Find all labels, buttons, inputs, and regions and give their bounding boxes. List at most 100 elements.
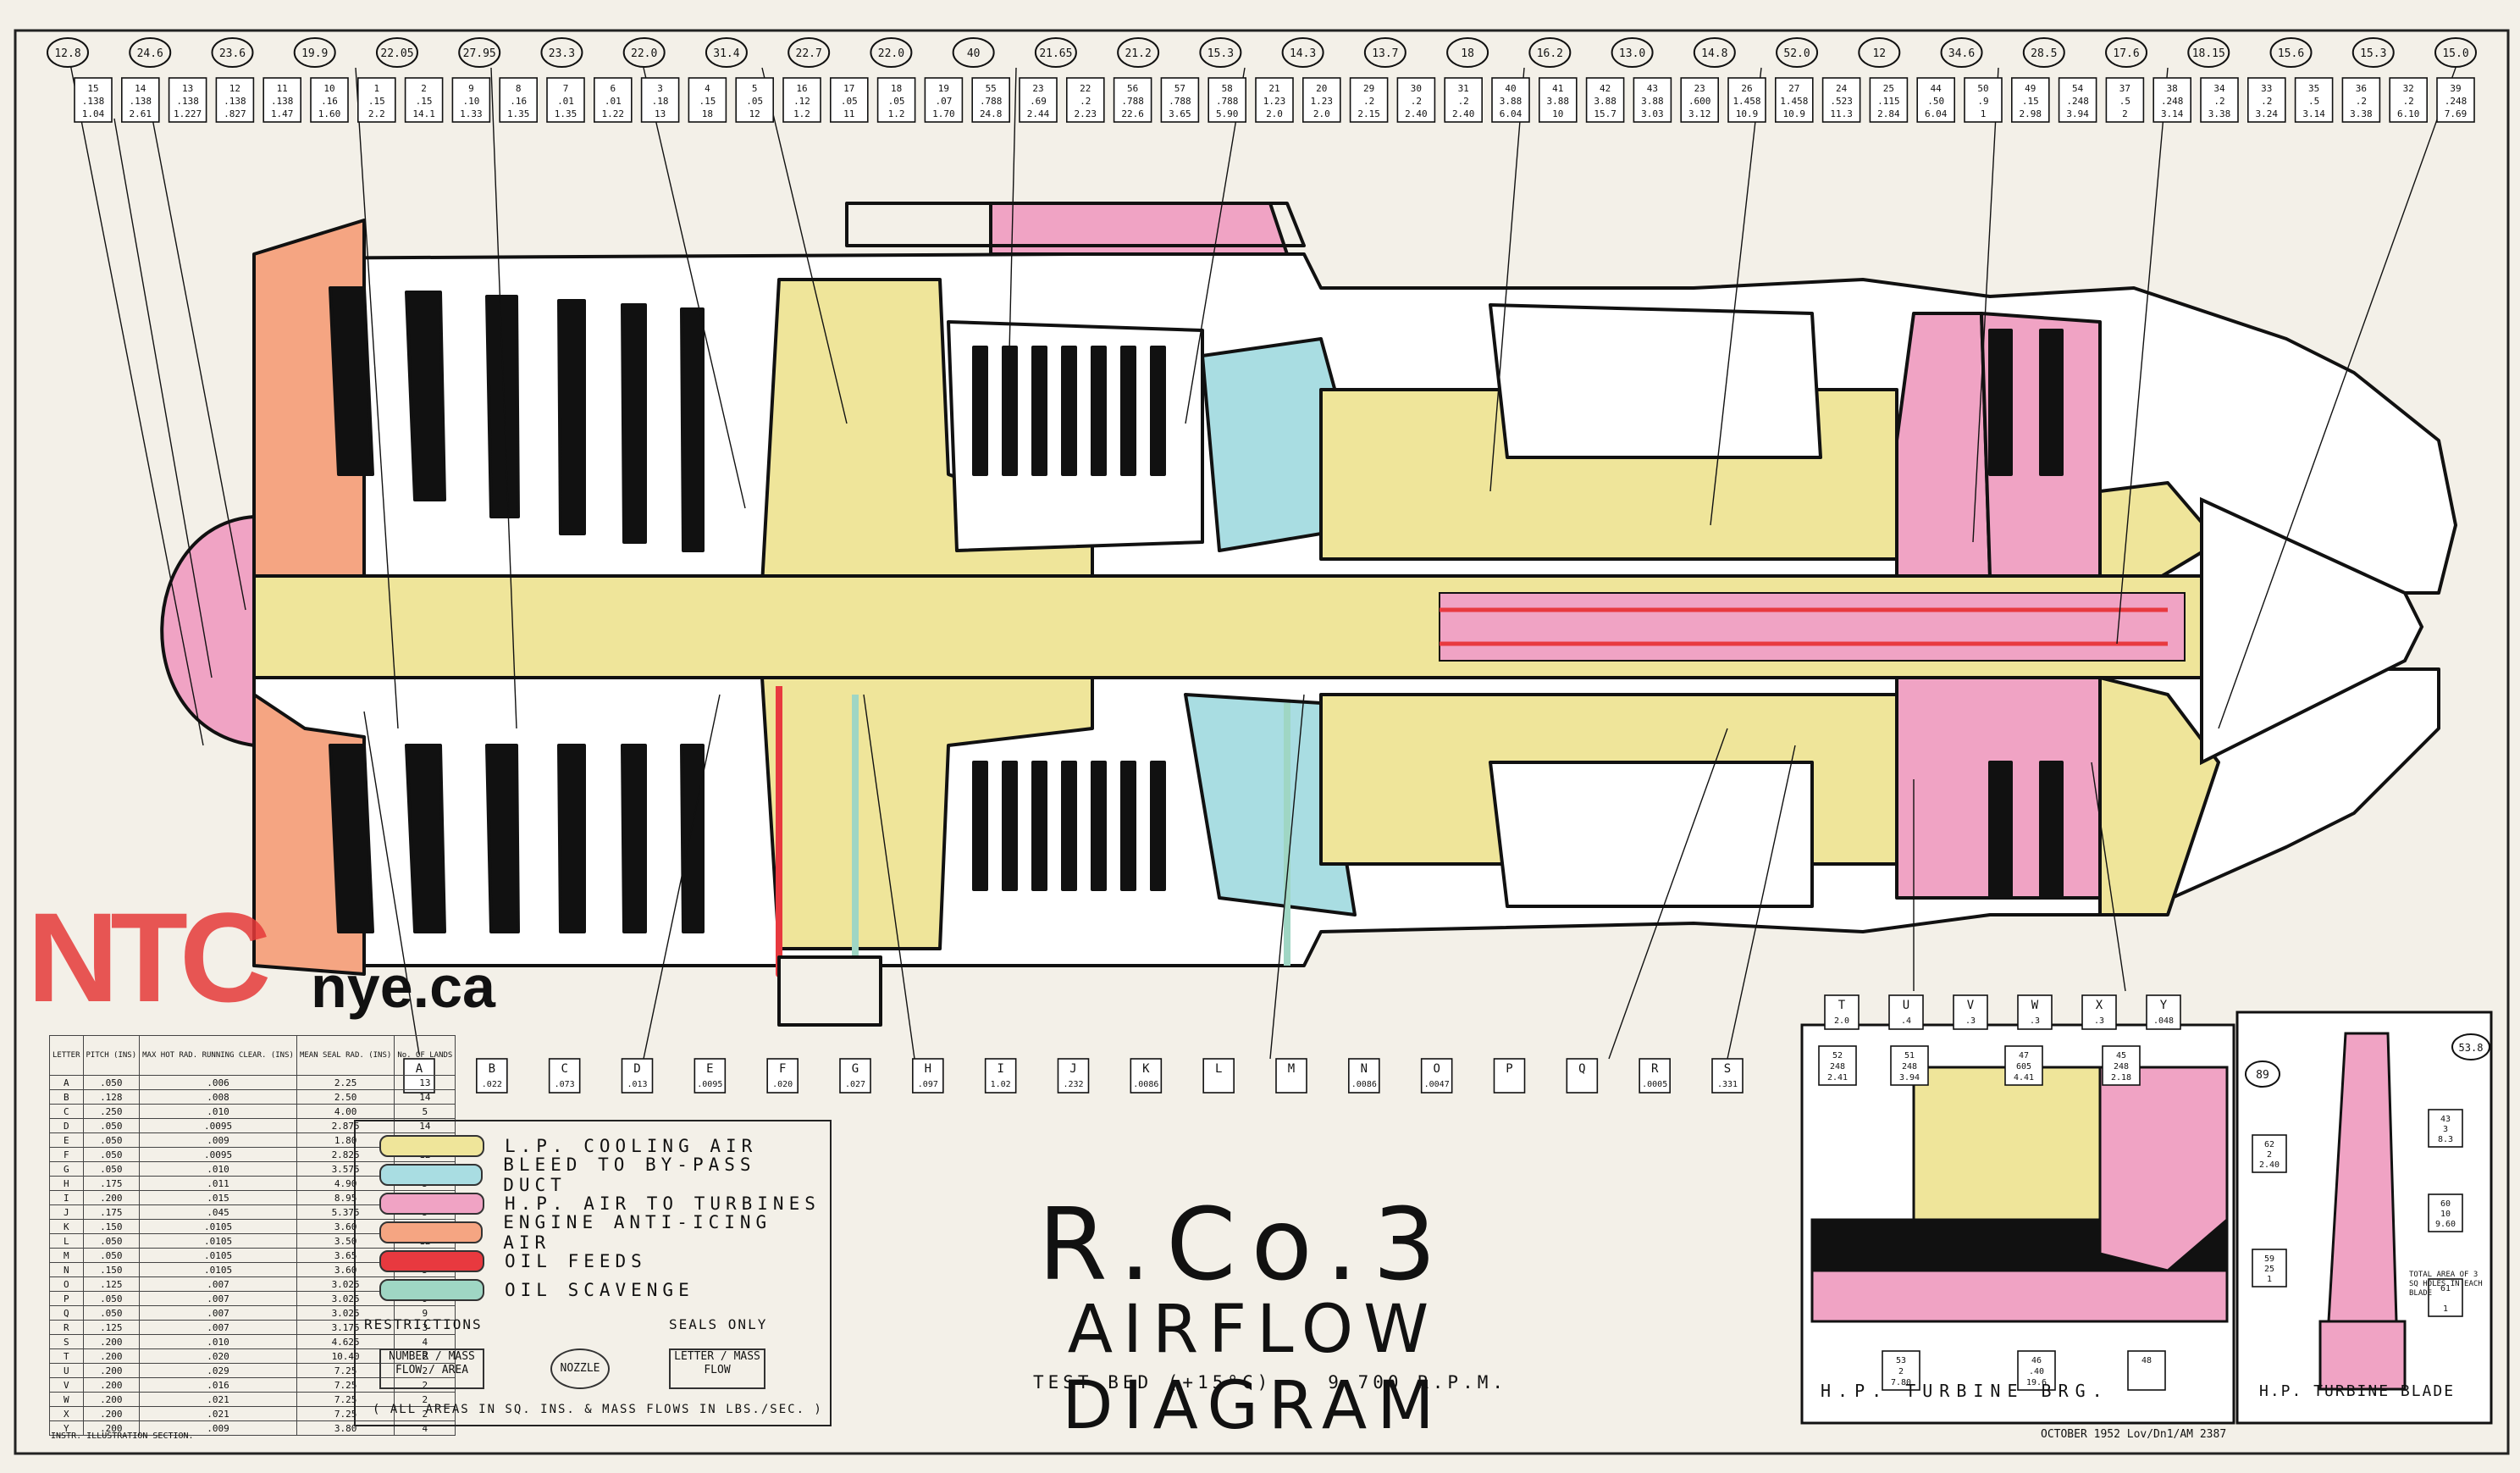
seal-letter: C [561, 1062, 567, 1076]
callout-box-line: 49 [2025, 83, 2036, 94]
callout-box-line: 3.38 [2208, 108, 2231, 119]
seal-box [1566, 1058, 1599, 1094]
callout-circle-label: 21.65 [1039, 47, 1072, 60]
seal-box [1057, 1058, 1090, 1094]
seal-value: 2.0 [1834, 1016, 1849, 1026]
seal-letter: I [997, 1062, 1003, 1076]
table-cell: 2.50 [296, 1089, 395, 1105]
callout-box [1964, 77, 2003, 123]
callout-circle [375, 37, 418, 68]
seal-letter: W [2031, 999, 2039, 1012]
callout-box-line: 6.04 [1925, 108, 1948, 119]
callout-circle [2105, 37, 2148, 68]
callout-box-line: 29 [1363, 83, 1374, 94]
seal-box [1202, 1058, 1235, 1094]
seal-key-box: LETTER / MASS FLOW [669, 1348, 765, 1389]
table-cell: .050 [82, 1075, 141, 1090]
callout-circle-label: 13.0 [1619, 47, 1645, 60]
table-cell: A [49, 1075, 84, 1090]
table-cell: 3.60 [296, 1219, 395, 1234]
callout-circle-label: 22.0 [631, 47, 657, 60]
seal-letter: K [1142, 1062, 1150, 1076]
callout-box-line: 1.70 [932, 108, 955, 119]
callout-circle [1199, 37, 1242, 68]
table-cell: .200 [82, 1190, 141, 1205]
table-cell: S [49, 1334, 84, 1349]
table-cell: .009 [139, 1420, 297, 1436]
blade-box-line: 2 [2267, 1150, 2272, 1160]
engine-lower-half [252, 667, 2440, 1027]
callout-circle-label: 23.3 [549, 47, 575, 60]
callout-box-line: .07 [935, 96, 952, 107]
callout-box-line: 2.84 [1877, 108, 1900, 119]
callout-box-line: 10 [323, 83, 334, 94]
seal-box [1953, 994, 1988, 1030]
callout-box-line: .788 [1169, 96, 1191, 107]
seal-letter: T [1838, 999, 1846, 1012]
seal-value: .0086 [1133, 1080, 1158, 1089]
callout-box-line: 32 [2403, 83, 2414, 94]
table-cell: .200 [82, 1363, 141, 1378]
callout-circle-label: 14.8 [1701, 47, 1727, 60]
callout-box [1349, 77, 1389, 123]
table-cell: .050 [82, 1132, 141, 1148]
callout-box-line: .9 [1977, 96, 1988, 107]
callout-box [2341, 77, 2381, 123]
callout-circle [2187, 37, 2230, 68]
bearing-box [2004, 1045, 2043, 1086]
table-header-cell: MAX HOT RAD. RUNNING CLEAR. (INS) [139, 1035, 297, 1076]
table-cell: R [49, 1320, 84, 1335]
callout-box-line: .2 [1363, 96, 1374, 107]
seal-letter: M [1288, 1062, 1295, 1076]
table-cell: .050 [82, 1305, 141, 1321]
seal-letter: H [925, 1062, 931, 1076]
sheet-border [14, 29, 2510, 1455]
callout-box-line: .01 [605, 96, 622, 107]
callout-circle [293, 37, 336, 68]
callout-box-line: .788 [980, 96, 1003, 107]
callout-circle [952, 37, 995, 68]
callout-box [1444, 77, 1483, 123]
callout-box-line: 22.6 [1121, 108, 1144, 119]
callout-box-line: 3.88 [1547, 96, 1570, 107]
seal-value: .097 [918, 1080, 938, 1089]
callout-box-line: .05 [746, 96, 763, 107]
table-cell: .200 [82, 1377, 141, 1393]
blade-box-line: 60 [2440, 1199, 2451, 1209]
table-cell: 4 [394, 1420, 456, 1436]
table-cell: O [49, 1276, 84, 1292]
callout-box-line: 24.8 [980, 108, 1003, 119]
callout-circle-label: 12 [1872, 47, 1886, 60]
callout-box-line: 35 [2308, 83, 2319, 94]
seal-box [912, 1058, 944, 1094]
callout-box [2200, 77, 2239, 123]
seal-letter: L [1215, 1062, 1222, 1076]
bearing-box-line: 19.6 [2026, 1378, 2047, 1387]
watermark-site: nye.ca [311, 954, 495, 1020]
callout-box-line: 11 [277, 83, 288, 94]
watermark: NTC nye.ca [27, 894, 552, 1029]
callout-box-line: 5 [752, 83, 758, 94]
table-cell: .128 [82, 1089, 141, 1105]
callout-box-line: .15 [699, 96, 716, 107]
callout-box-line: .138 [271, 96, 294, 107]
callout-box-line: 43 [1647, 83, 1658, 94]
table-cell: 3.60 [296, 1262, 395, 1277]
seal-box [1888, 994, 1924, 1030]
callout-box-line: 17 [843, 83, 854, 94]
seal-letter: D [633, 1062, 640, 1076]
callout-box-line: 9 [468, 83, 474, 94]
callout-circle-label: 14.3 [1290, 47, 1316, 60]
callout-circle-label: 22.7 [796, 47, 822, 60]
table-cell: .007 [139, 1305, 297, 1321]
callout-box-line: 1.33 [460, 108, 483, 119]
legend-item: BLEED TO BY-PASS DUCT [379, 1155, 830, 1195]
bearing-box-line: 248 [2114, 1062, 2129, 1072]
blade-box-line: 59 [2264, 1254, 2274, 1264]
callout-circle [1776, 37, 1819, 68]
table-cell: .050 [82, 1147, 141, 1162]
callout-box-line: 15 [87, 83, 98, 94]
table-header-cell: No. OF LANDS [394, 1035, 456, 1076]
table-cell: 14 [394, 1089, 456, 1105]
